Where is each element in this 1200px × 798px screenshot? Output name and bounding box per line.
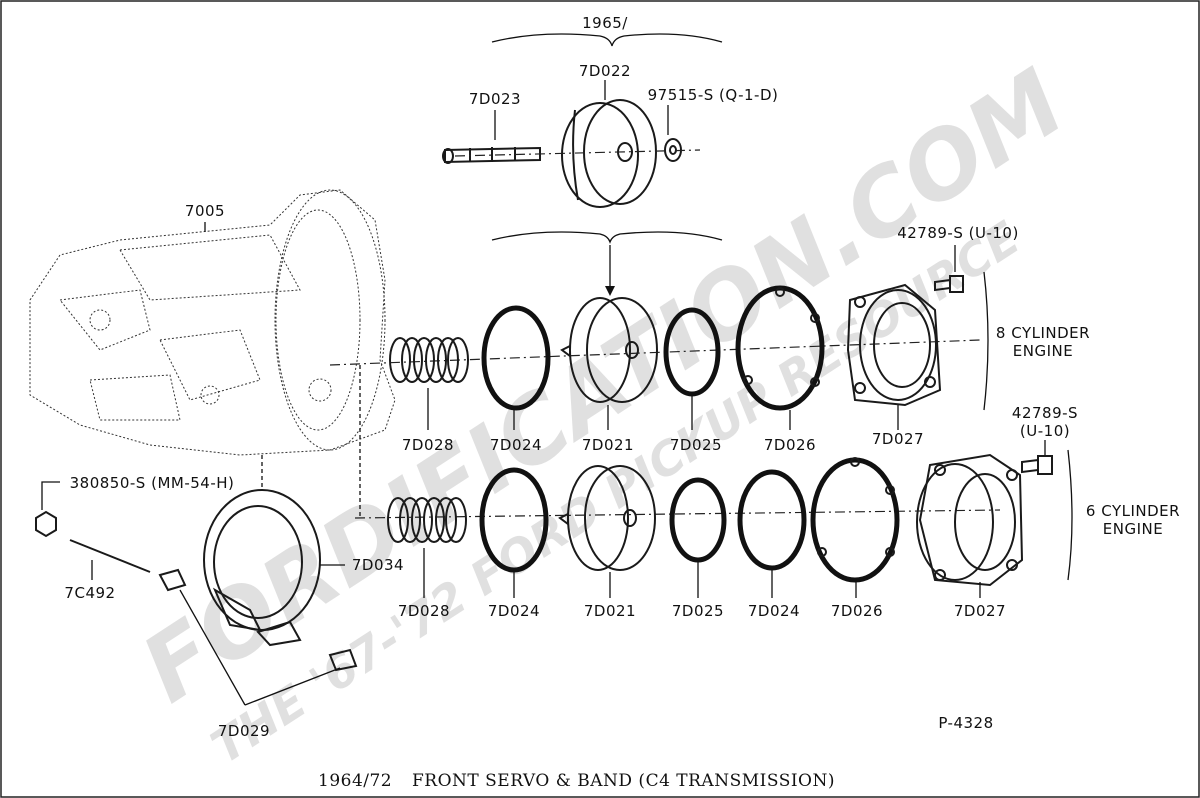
label-7D025-8cyl: 7D025 bbox=[670, 436, 722, 454]
label-7D025-6cyl: 7D025 bbox=[672, 602, 724, 620]
part-7D027-cover-8cyl bbox=[846, 283, 942, 407]
label-7D023: 7D023 bbox=[469, 90, 521, 108]
part-7D021-piston-6cyl bbox=[558, 465, 656, 571]
figure-number: P-4328 bbox=[938, 714, 993, 732]
part-7D025-seal-6cyl bbox=[669, 477, 727, 563]
centerline-1965 bbox=[454, 149, 701, 157]
brace-servo bbox=[491, 231, 723, 245]
label-7D024-6cyl-a: 7D024 bbox=[488, 602, 540, 620]
label-7D026-6cyl: 7D026 bbox=[831, 602, 883, 620]
label-7D027-6cyl: 7D027 bbox=[954, 602, 1006, 620]
label-7D029: 7D029 bbox=[218, 722, 270, 740]
label-380850: 380850-S (MM-54-H) bbox=[70, 474, 235, 492]
label-7C492: 7C492 bbox=[64, 584, 115, 602]
label-6-cylinder: 6 CYLINDER bbox=[1086, 502, 1180, 520]
part-7D021-piston-8cyl bbox=[560, 297, 658, 403]
label-7D021-6cyl: 7D021 bbox=[584, 602, 636, 620]
label-42789-top: 42789-S (U-10) bbox=[897, 224, 1019, 242]
label-7D021-8cyl: 7D021 bbox=[582, 436, 634, 454]
part-7D027-cover-6cyl bbox=[916, 453, 1024, 587]
part-7D028-spring-8cyl bbox=[389, 337, 469, 383]
label-42789-bottom-spec: (U-10) bbox=[1020, 422, 1070, 440]
label-7D024-8cyl: 7D024 bbox=[490, 436, 542, 454]
label-7005: 7005 bbox=[185, 202, 225, 220]
part-7D026-gasket-8cyl bbox=[735, 285, 825, 411]
part-7D028-spring-6cyl bbox=[387, 497, 467, 543]
part-7D024-seal-6cyl-b bbox=[737, 469, 807, 571]
label-7D022: 7D022 bbox=[579, 62, 631, 80]
part-7D029-strut bbox=[158, 568, 358, 672]
watermark: FORDIFICATION.COM THE '67-'72 FORD PICKU… bbox=[124, 49, 1083, 774]
label-7D024-6cyl-b: 7D024 bbox=[748, 602, 800, 620]
centerline-6cyl bbox=[354, 509, 1001, 519]
label-97515: 97515-S (Q-1-D) bbox=[648, 86, 779, 104]
label-8-cylinder-engine: ENGINE bbox=[1013, 342, 1073, 360]
label-6-cylinder-engine: ENGINE bbox=[1103, 520, 1163, 538]
part-7D024-seal-8cyl bbox=[481, 305, 551, 411]
part-380850-nut bbox=[35, 510, 57, 538]
label-7D034: 7D034 bbox=[352, 556, 404, 574]
label-8-cylinder: 8 CYLINDER bbox=[996, 324, 1090, 342]
part-42789-bolt-top bbox=[934, 275, 964, 293]
part-7D026-gasket-6cyl bbox=[810, 457, 900, 583]
label-7D028-6cyl: 7D028 bbox=[398, 602, 450, 620]
brace-1965 bbox=[491, 33, 723, 47]
part-7C492-adjusting-screw bbox=[69, 539, 151, 573]
watermark-line2: THE '67-'72 FORD PICKUP RESOURCE bbox=[202, 211, 1029, 774]
label-1965: 1965/ bbox=[582, 14, 628, 32]
part-7D025-seal-8cyl bbox=[663, 307, 721, 397]
label-7D027-8cyl: 7D027 bbox=[872, 430, 924, 448]
part-7D034-band bbox=[203, 489, 321, 647]
label-42789-bottom: 42789-S bbox=[1012, 404, 1078, 422]
caption-title: FRONT SERVO & BAND (C4 TRANSMISSION) bbox=[412, 771, 835, 791]
caption-years: 1964/72 bbox=[318, 771, 392, 791]
part-7D023-rod bbox=[442, 146, 541, 164]
label-7D028-8cyl: 7D028 bbox=[402, 436, 454, 454]
part-7D022-piston bbox=[561, 99, 657, 208]
bracket-8cyl bbox=[983, 271, 989, 411]
bracket-6cyl bbox=[1067, 449, 1073, 581]
part-7005-transmission-case bbox=[29, 189, 396, 456]
part-42789-bolt-bottom bbox=[1021, 455, 1053, 475]
part-7D024-seal-6cyl-a bbox=[479, 467, 549, 573]
label-7D026-8cyl: 7D026 bbox=[764, 436, 816, 454]
